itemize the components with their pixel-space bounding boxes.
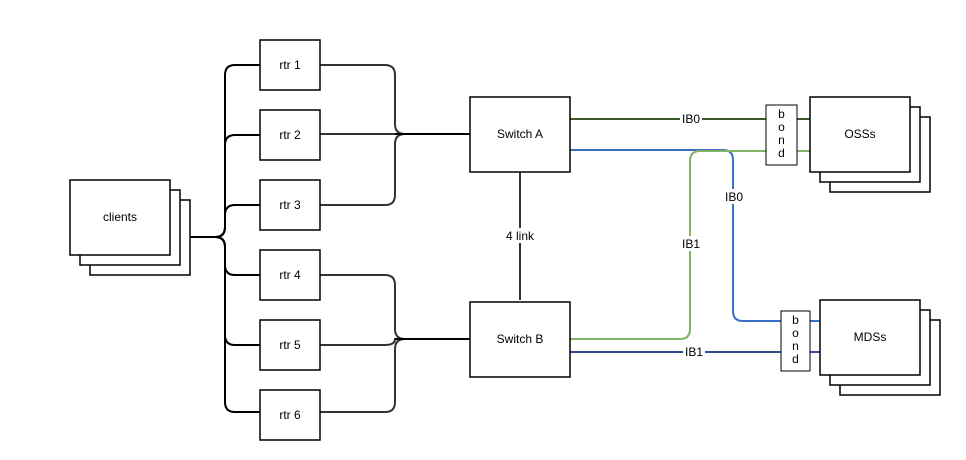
switch-b: Switch B: [469, 301, 571, 378]
ib1-vertical-label: IB1: [682, 237, 700, 251]
ib0-top-label: IB0: [682, 112, 700, 126]
bond-letter: n: [778, 133, 785, 147]
clients-node: clients: [69, 179, 191, 276]
router-label: rtr 5: [279, 338, 301, 352]
router-4: rtr 4: [259, 249, 321, 301]
bond-letter: d: [778, 146, 785, 160]
router-5: rtr 5: [259, 319, 321, 371]
switch-a-label: Switch A: [497, 127, 543, 141]
interlink-label: 4 link: [506, 229, 535, 243]
clients-router-links: [190, 64, 260, 413]
bond-letter: n: [792, 339, 799, 353]
mdss-node: MDSs: [819, 299, 941, 396]
bond-letter: b: [778, 107, 785, 121]
bond-letter: d: [792, 352, 799, 366]
router-label: rtr 2: [279, 128, 301, 142]
clients-label: clients: [103, 210, 137, 224]
router-1: rtr 1: [259, 39, 321, 91]
switch-a: Switch A: [469, 96, 571, 173]
bond-bottom: b o n d: [780, 310, 811, 372]
mdss-label: MDSs: [854, 330, 887, 344]
router-label: rtr 4: [279, 268, 301, 282]
ib1-bottom-label: IB1: [685, 345, 703, 359]
router-6: rtr 6: [259, 389, 321, 441]
bond-letter: o: [778, 120, 785, 134]
router-switch-links: [320, 64, 470, 413]
osss-label: OSSs: [844, 127, 875, 141]
bond-letter: o: [792, 326, 799, 340]
router-3: rtr 3: [259, 179, 321, 231]
router-label: rtr 6: [279, 408, 301, 422]
router-2: rtr 2: [259, 109, 321, 161]
bond-top: b o n d: [765, 104, 798, 166]
bond-letter: b: [792, 313, 799, 327]
router-label: rtr 3: [279, 198, 301, 212]
osss-node: OSSs: [809, 96, 931, 193]
router-label: rtr 1: [279, 58, 301, 72]
switch-b-label: Switch B: [497, 332, 544, 346]
ib0-vertical-label: IB0: [725, 190, 743, 204]
